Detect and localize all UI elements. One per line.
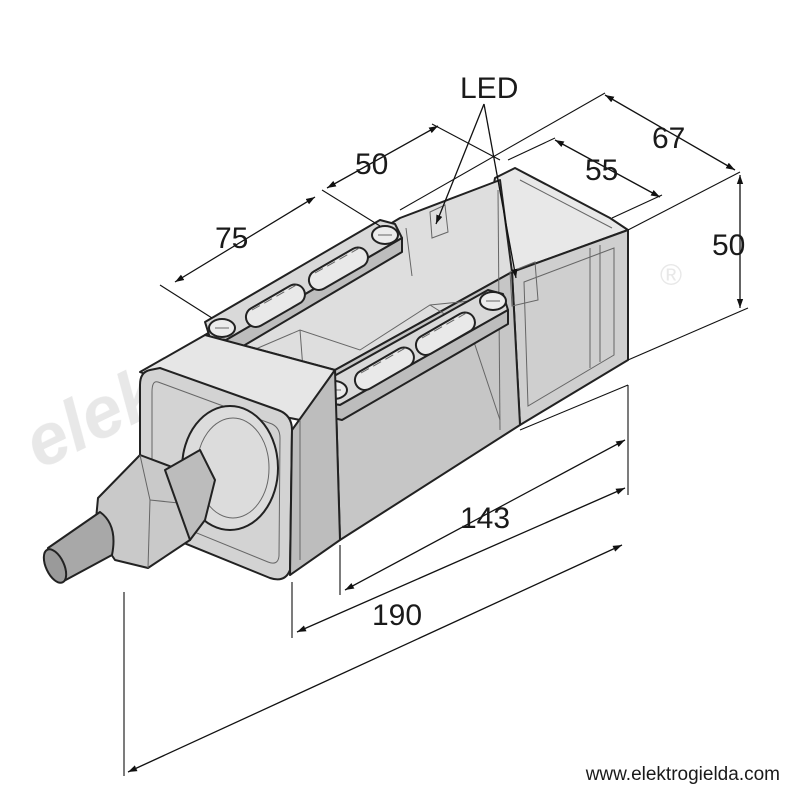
dimension-67: 67 [399,92,741,231]
dim-label-143: 143 [460,502,510,535]
rail-right-slot-2 [414,311,476,356]
head-face-frame [523,247,615,407]
dimension-75: 75 [159,189,381,319]
rail-left-slot-1 [244,283,306,328]
dim-label-50-top: 50 [355,148,388,181]
dimension-50-top: 50 [326,123,501,189]
led-window-rear [509,261,539,307]
dim-label-67: 67 [652,122,685,155]
dim-label-75: 75 [215,222,248,255]
rail-left-slot-2 [307,246,369,291]
led-callout: LED [435,72,518,279]
dimension-50-height: 50 [627,175,749,361]
dim-label-190: 190 [372,599,422,632]
watermark-registered: ® [660,259,682,292]
sensor-head [479,167,629,426]
footer-url[interactable]: www.elektrogielda.com [585,764,780,785]
led-window-front [429,204,449,239]
led-label: LED [460,72,518,105]
cable-gland-neck [164,449,216,541]
dim-label-55: 55 [585,154,618,187]
dimension-overall [123,544,623,776]
rail-right-slot-1 [353,346,415,391]
cable-gland [42,449,216,584]
dim-label-50-height: 50 [712,229,745,262]
cable-end [42,548,68,584]
dimension-55: 55 [507,137,663,219]
